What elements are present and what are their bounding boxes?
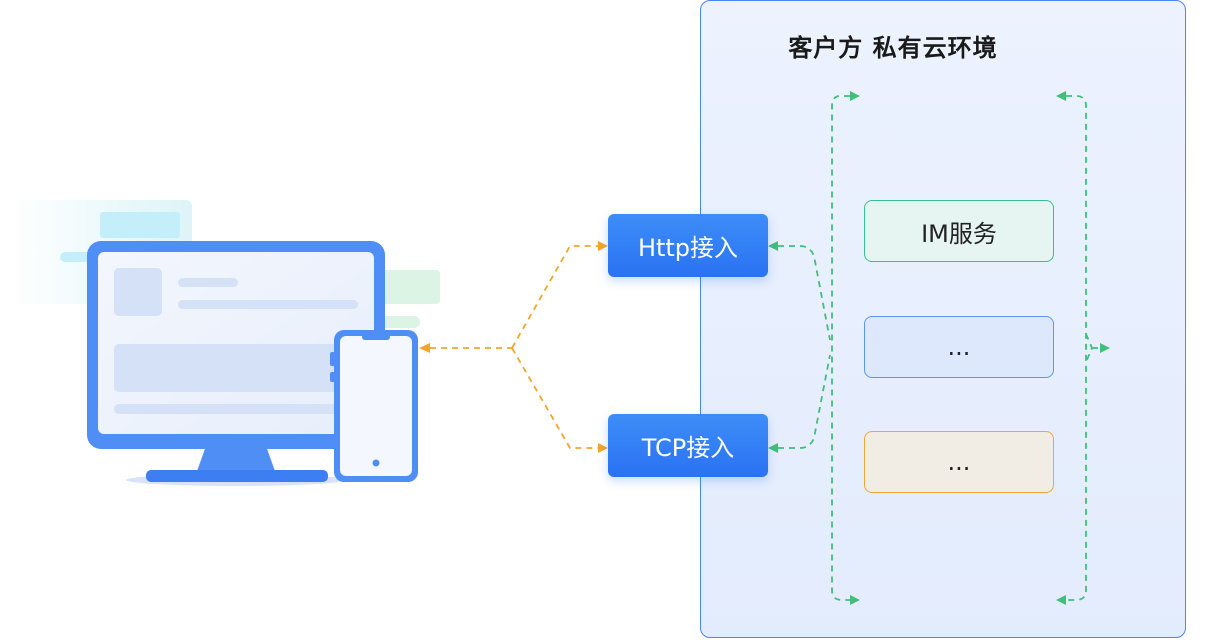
- im-service-label: IM服务: [921, 219, 997, 248]
- panel-title: 客户方 私有云环境: [788, 34, 998, 62]
- service-label-2: ...: [947, 333, 971, 361]
- im-service-box: IM服务: [864, 200, 1054, 262]
- orange-arrowheads: [419, 241, 608, 453]
- monitor-icon: [87, 241, 385, 486]
- client-devices-illustration: [10, 200, 440, 486]
- arrow-to-tcp: [598, 443, 608, 453]
- http-gateway-label: Http接入: [637, 234, 739, 262]
- arrow-to-tcp-gateway: [768, 443, 778, 453]
- green-arrowheads: [768, 91, 1110, 605]
- arrow-to-http: [598, 241, 608, 251]
- http-gateway-box: Http接入: [608, 214, 768, 277]
- service-box-2: ...: [864, 316, 1054, 378]
- service-box-3: ...: [864, 431, 1054, 493]
- tcp-gateway-box: TCP接入: [608, 414, 768, 477]
- gateway-service-links: [778, 95, 1100, 601]
- client-gateway-links: [430, 245, 598, 449]
- arrow-to-client: [419, 343, 430, 353]
- service-label-3: ...: [947, 448, 971, 476]
- tcp-gateway-label: TCP接入: [641, 434, 735, 462]
- phone-icon: [330, 330, 418, 482]
- arrow-to-http-gateway: [768, 241, 778, 251]
